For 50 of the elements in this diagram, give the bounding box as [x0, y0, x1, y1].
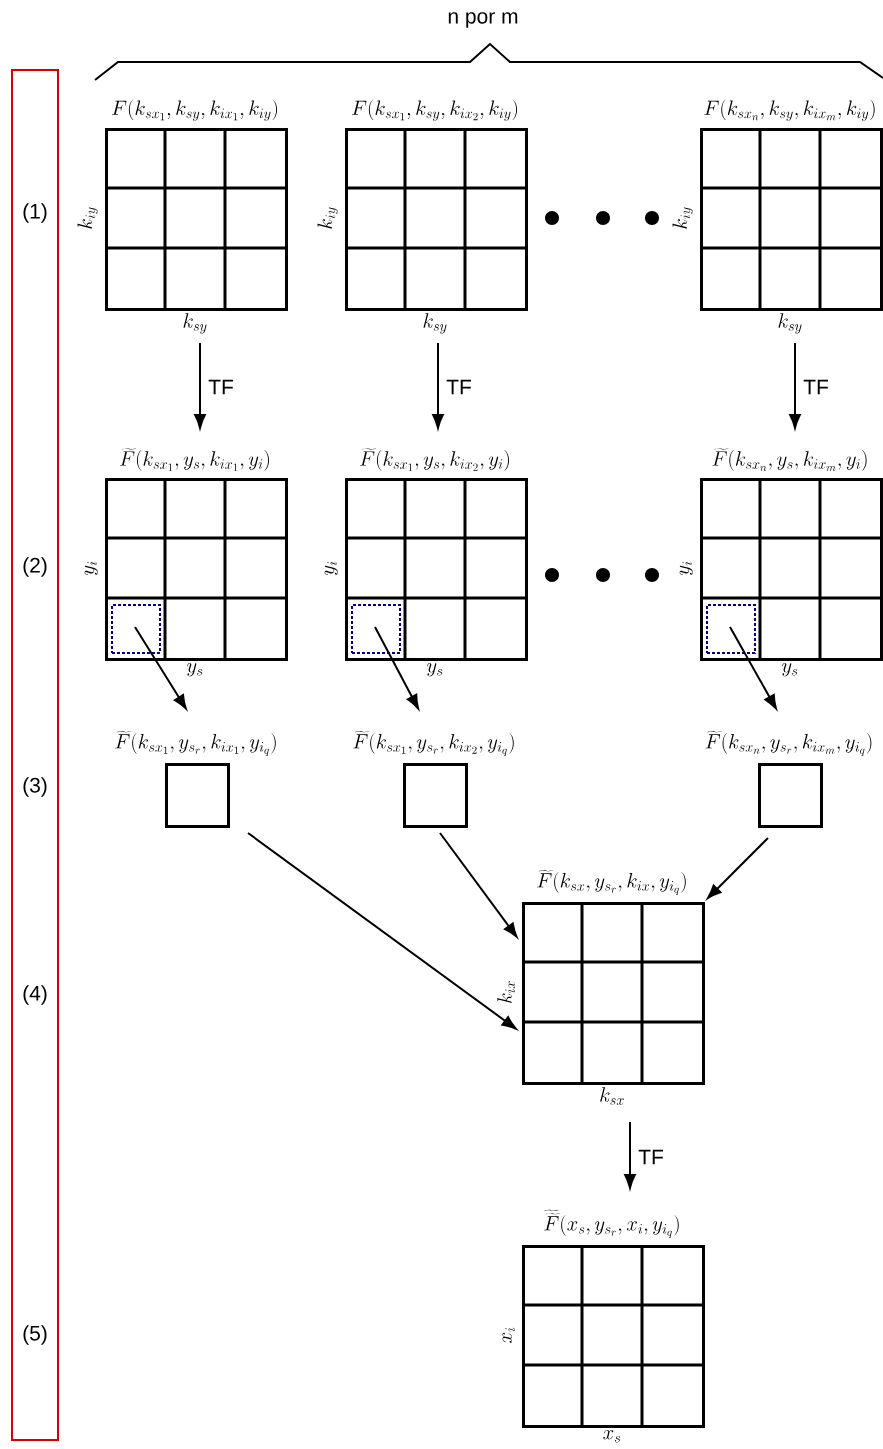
axis-label: $k_{ix}$ [497, 981, 515, 1003]
formula-label: $\widetilde{F}(k_{sx_1},y_{s_r},k_{ix_1},y_{i_q})$ [115, 731, 276, 756]
axis-label: $y_s$ [187, 663, 203, 677]
arrow [194, 342, 206, 429]
axis-label: $k_{sy}$ [423, 313, 447, 334]
formula-label: $\widetilde{F}(k_{sx_n},y_{s_r},k_{ix_m},y_{i_q})$ [705, 731, 872, 756]
edge-label: TF [803, 379, 828, 395]
arrow [624, 1121, 636, 1189]
arrow [432, 342, 444, 429]
axis-label: $k_{iy}$ [672, 207, 693, 229]
selected-cell [111, 604, 161, 654]
selected-cell [706, 604, 756, 654]
axis-label: $k_{iy}$ [317, 207, 338, 229]
axis-label: $x_i$ [502, 1327, 515, 1343]
formula-label: $F(k_{sx_1},k_{sy},k_{ix_2},k_{iy})$ [352, 99, 518, 121]
axis-label: $y_i$ [324, 561, 338, 576]
formula-label: $\widetilde{F}(k_{sx_1},y_s,k_{ix_2},y_i)$ [360, 448, 509, 471]
step-number: (1) [23, 203, 47, 223]
arrow [789, 342, 801, 429]
formula-label: $\widetilde{\widetilde{F}}(x_s,y_{s_r},x_i,y_{i_q})$ [544, 1209, 679, 1238]
step-number: (3) [23, 777, 47, 797]
step-number: (5) [23, 1325, 47, 1345]
axis-label: $y_s$ [782, 663, 798, 677]
edge-label: TF [446, 379, 471, 395]
axis-label: $y_s$ [427, 663, 443, 677]
arrow [134, 626, 187, 710]
axis-label: $k_{sy}$ [183, 313, 207, 334]
formula-label: $\widetilde{F}(k_{sx},y_{s_r},k_{ix},y_{i_q})$ [537, 870, 686, 895]
brace-label: n por m [448, 12, 518, 28]
arrow [374, 626, 419, 710]
selected-cell [351, 604, 401, 654]
axis-label: $k_{sy}$ [778, 313, 802, 334]
step-number: (2) [23, 557, 47, 577]
axis-label: $x_s$ [603, 1430, 621, 1443]
axis-label: $y_i$ [84, 561, 98, 576]
formula-label: $\widetilde{F}(k_{sx_1},y_{s_r},k_{ix_2},y_{i_q})$ [353, 731, 514, 756]
formula-label: $F(k_{sx_n},k_{sy},k_{ix_m},k_{iy})$ [704, 99, 875, 121]
axis-label: $y_i$ [679, 561, 693, 576]
edge-label: TF [638, 1149, 663, 1165]
arrow [439, 832, 518, 938]
arrow [247, 832, 517, 1030]
arrow [729, 626, 777, 710]
arrow [707, 837, 769, 899]
edge-label: TF [208, 379, 233, 395]
axis-label: $k_{iy}$ [77, 207, 98, 229]
axis-label: $k_{sx}$ [600, 1087, 624, 1105]
step-number: (4) [23, 985, 47, 1005]
formula-label: $\widetilde{F}(k_{sx_1},y_s,k_{ix_1},y_i)$ [120, 448, 269, 471]
formula-label: $\widetilde{F}(k_{sx_n},y_s,k_{ix_m},y_i)$ [712, 448, 867, 471]
formula-label: $F(k_{sx_1},k_{sy},k_{ix_1},k_{iy})$ [112, 99, 278, 121]
